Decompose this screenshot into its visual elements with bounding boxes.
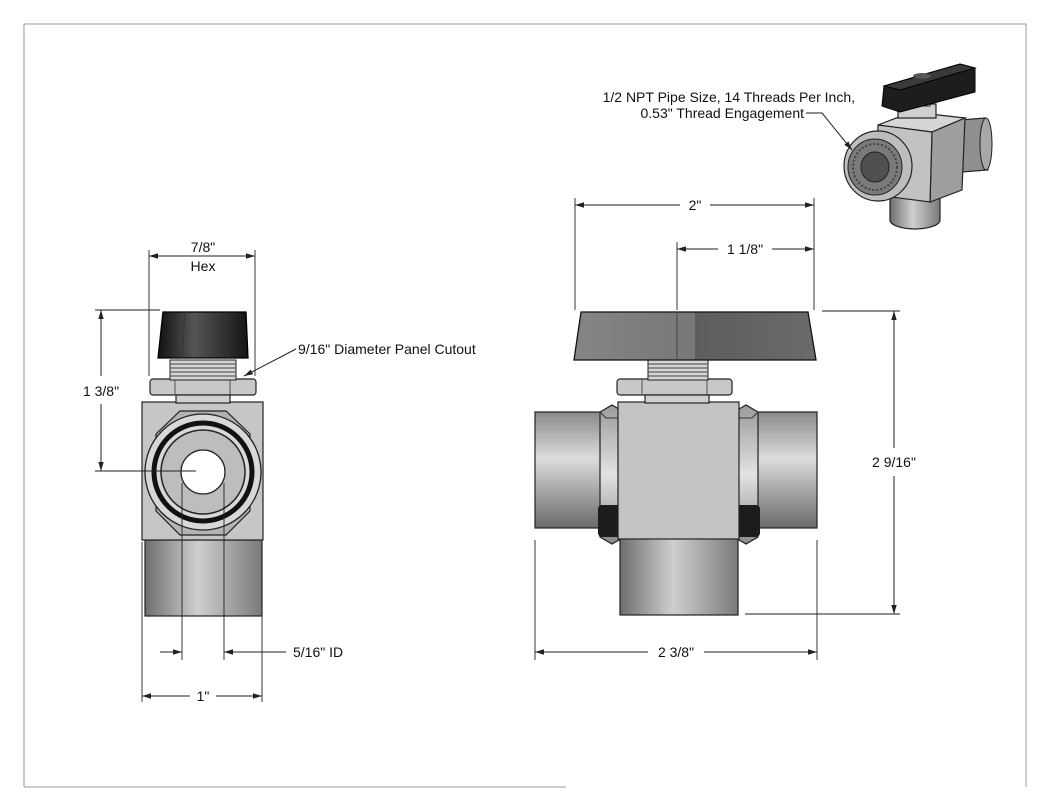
port-thread-ring bbox=[151, 420, 255, 524]
overall-height-label: 2 9/16" bbox=[872, 454, 916, 470]
isometric-view: 1/2 NPT Pipe Size, 14 Threads Per Inch, … bbox=[603, 63, 993, 230]
front-stem-threads bbox=[647, 359, 709, 381]
panel-cutout-label: 9/16" Diameter Panel Cutout bbox=[298, 341, 476, 357]
handle-offset-label: 1 1/8" bbox=[727, 241, 763, 257]
side-outlet-cylinder bbox=[144, 539, 263, 617]
thread-spec-line1: 1/2 NPT Pipe Size, 14 Threads Per Inch, bbox=[603, 89, 855, 105]
thread-spec-line2: 0.53" Thread Engagement bbox=[641, 105, 805, 121]
side-view: 7/8" Hex 1 3/8" 9/16" Diameter Panel Cut… bbox=[83, 239, 476, 704]
iso-body-right bbox=[929, 117, 966, 203]
front-panel-nut bbox=[616, 378, 733, 396]
front-outlet-cylinder bbox=[619, 534, 739, 616]
front-body-block bbox=[617, 401, 740, 540]
bore-hole bbox=[180, 449, 226, 495]
lever-handle bbox=[573, 311, 817, 361]
side-height-label: 1 3/8" bbox=[83, 383, 119, 399]
overall-width-label: 2 3/8" bbox=[658, 644, 694, 660]
hex-size-label: 7/8" bbox=[191, 239, 215, 255]
handle-width-label: 2" bbox=[689, 197, 702, 213]
inner-diameter-label: 5/16" ID bbox=[293, 644, 343, 660]
sheet-border bbox=[23, 23, 1027, 788]
knob bbox=[157, 311, 249, 359]
front-view: 2" 1 1/8" 2 9/16" 2 3/8" bbox=[534, 197, 916, 660]
panel-nut bbox=[149, 378, 257, 396]
stem-threads bbox=[169, 359, 237, 381]
hex-word-label: Hex bbox=[191, 258, 216, 274]
side-width-label: 1" bbox=[197, 688, 210, 704]
